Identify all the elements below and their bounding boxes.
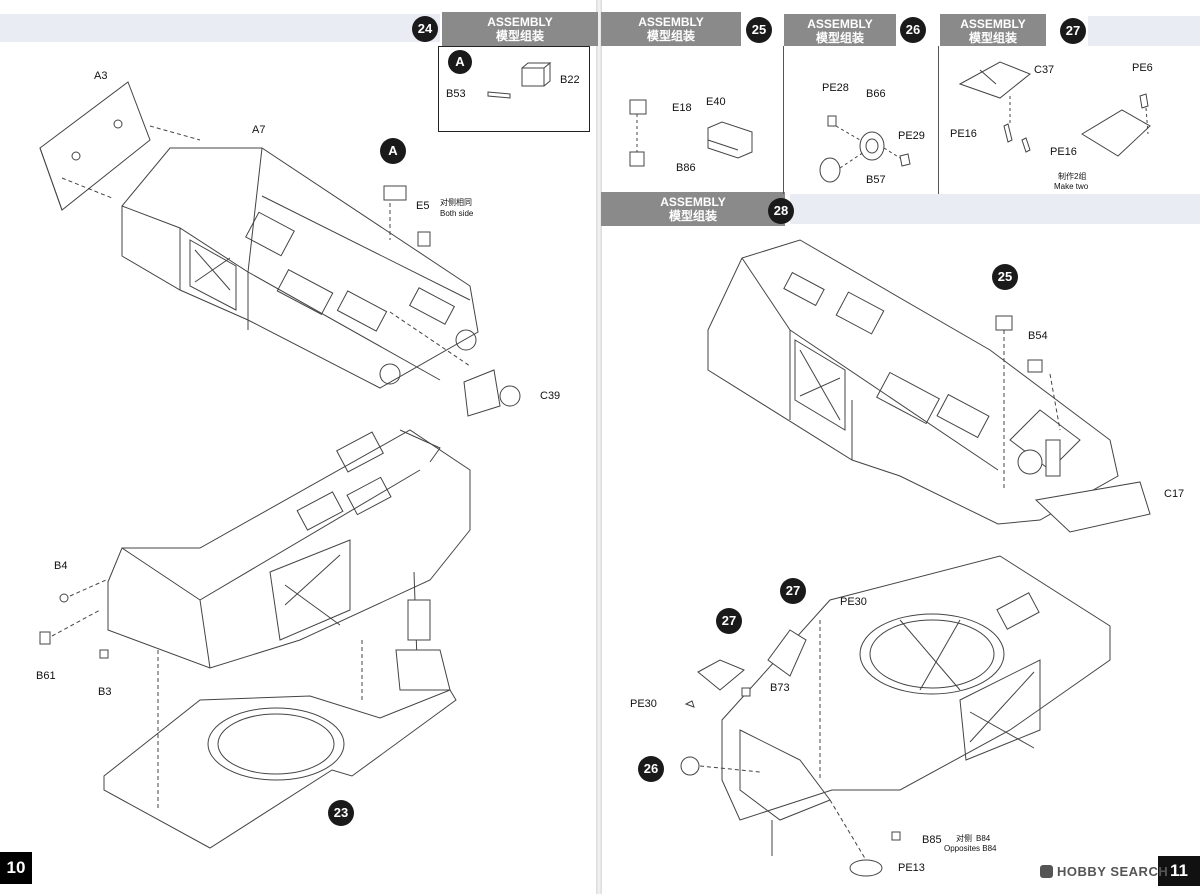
note-opposite-part: B84 [976,834,991,843]
label-b66: B66 [866,88,886,100]
step26-drawing [819,115,911,183]
label-c17: C17 [1164,488,1185,500]
label-e40: E40 [706,96,726,108]
book-spine [596,0,602,894]
step-27-number: 27 [1060,18,1086,44]
step-24-number: 24 [412,16,438,42]
hull-upper-step24 [39,81,479,389]
part-c39-drawing [463,369,521,417]
watermark-text: HOBBY SEARCH [1057,864,1169,879]
hobby-search-logo-icon [1040,865,1053,878]
label-b73: B73 [770,682,790,694]
step-24-header: ASSEMBLY 模型组装 [442,12,598,46]
part-b22-drawing [521,61,552,87]
note-make-two-cn: 制作2组 [1058,172,1087,181]
step-26-title-cn: 模型组装 [815,31,864,45]
label-b3: B3 [98,686,112,698]
hull-lower-step24 [39,429,471,849]
label-b57: B57 [866,174,886,186]
divider-25-26 [783,46,784,194]
step-24-title-cn: 模型组装 [495,29,544,43]
label-b4: B4 [54,560,68,572]
step-26-title-en: ASSEMBLY [807,17,873,31]
step-25-title-cn: 模型组装 [646,29,695,43]
divider-26-27 [938,46,939,194]
label-b22: B22 [560,74,580,86]
label-b53: B53 [446,88,466,100]
watermark: HOBBY SEARCH [1040,864,1168,879]
hull-step28 [707,239,1151,533]
part-e5-drawing [383,185,431,247]
page-number-left: 10 [0,852,32,884]
step27-drawing [958,61,1151,157]
label-c39: C39 [540,390,561,402]
label-e5: E5 [416,200,430,212]
callout-23: 23 [328,800,354,826]
label-b54: B54 [1028,330,1048,342]
note-opposite-en: Opposites B84 [944,844,997,853]
step-25-title-en: ASSEMBLY [638,15,704,29]
step-28-title-cn: 模型组装 [668,209,717,223]
step-24-title-en: ASSEMBLY [487,15,553,29]
label-b61: B61 [36,670,56,682]
label-a7: A7 [252,124,266,136]
step-25-header: ASSEMBLY 模型组装 [601,12,741,46]
label-c37: C37 [1034,64,1055,76]
label-pe16-right: PE16 [1050,146,1077,158]
label-pe16-left: PE16 [950,128,977,140]
label-e18: E18 [672,102,692,114]
callout-27-right: 27 [780,578,806,604]
part-b53-drawing [487,91,511,99]
step-26-number: 26 [900,17,926,43]
step-28-title-en: ASSEMBLY [660,195,726,209]
label-b86: B86 [676,162,696,174]
note-opposite-cn: 对侧 [956,834,972,843]
step-25-number: 25 [746,17,772,43]
label-pe30-left: PE30 [630,698,657,710]
step-28-header: ASSEMBLY 模型组装 [601,192,785,226]
label-pe30-top: PE30 [840,596,867,608]
note-both-side-en: Both side [440,209,474,218]
callout-27-left: 27 [716,608,742,634]
header-band-step28 [790,194,1200,224]
step-26-header: ASSEMBLY 模型组装 [784,14,896,46]
step-27-header: ASSEMBLY 模型组装 [940,14,1046,46]
label-pe29: PE29 [898,130,925,142]
note-make-two-en: Make two [1054,182,1089,191]
step-27-title-cn: 模型组装 [968,31,1017,45]
step25-drawing [629,99,753,167]
subassembly-a-callout: A [448,50,472,74]
page-number-right: 11 [1158,856,1200,886]
callout-25: 25 [992,264,1018,290]
callout-a: A [380,138,406,164]
callout-26: 26 [638,756,664,782]
step-27-title-en: ASSEMBLY [960,17,1026,31]
step-28-number: 28 [768,198,794,224]
label-pe6: PE6 [1132,62,1153,74]
subassembly-a-box [438,46,590,132]
label-b85: B85 [922,834,942,846]
header-band-step27-tail [1088,16,1200,46]
header-band-left [0,14,440,42]
label-pe28: PE28 [822,82,849,94]
label-pe13: PE13 [898,862,925,874]
label-a3: A3 [94,70,108,82]
hull-step28-lower [680,555,1111,877]
note-both-side-cn: 对侧相同 [440,198,472,207]
